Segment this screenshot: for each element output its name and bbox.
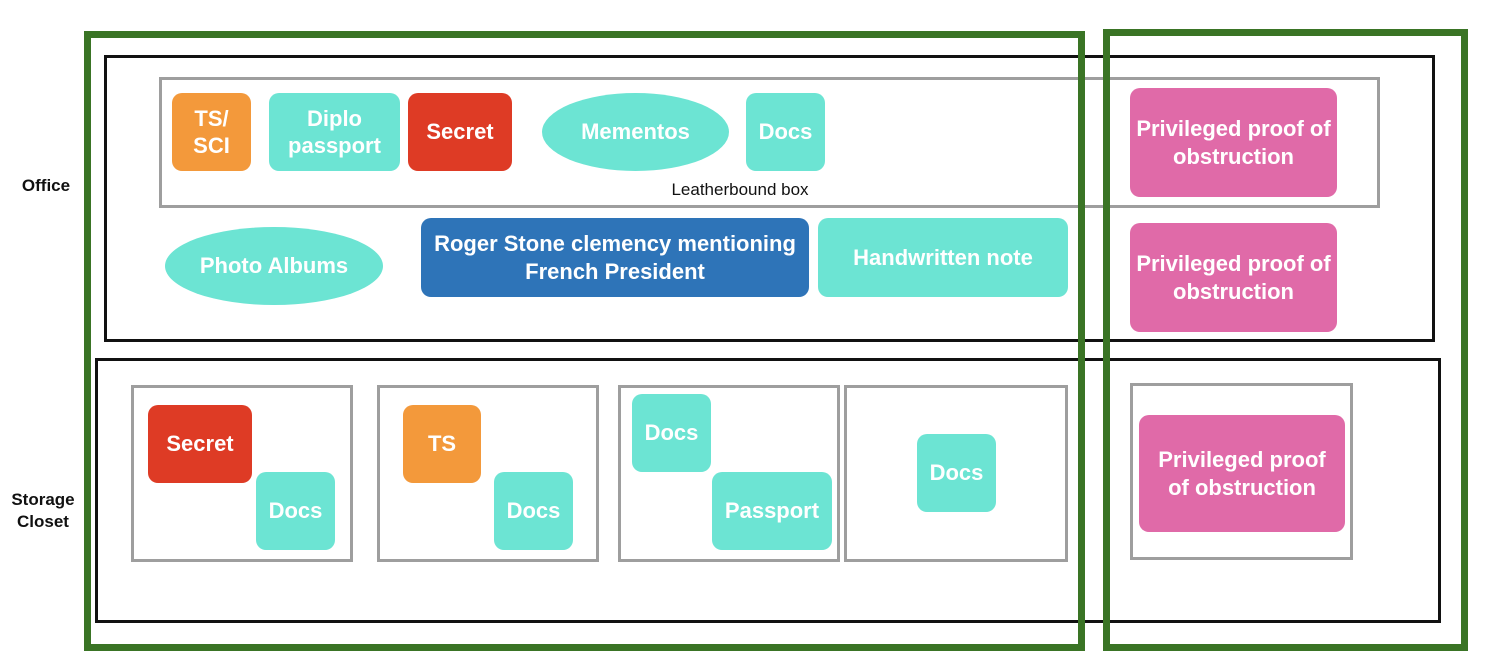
ts-item-storage: TS [403,405,481,483]
storage-box-5 [1130,383,1353,560]
leatherbound-box-label: Leatherbound box [671,180,809,199]
green-outline-right [1103,29,1468,651]
docs-item-box1: Docs [256,472,335,550]
handwritten-note-item: Handwritten note [818,218,1068,297]
privileged-proof-item-2: Privileged proof of obstruction [1130,223,1337,332]
docs-item-box2: Docs [494,472,573,550]
photo-albums-item: Photo Albums [165,227,383,305]
secret-item-storage: Secret [148,405,252,483]
docs-item-box4: Docs [917,434,996,512]
docs-item-office: Docs [746,93,825,171]
storage-box-1 [131,385,353,562]
secret-item: Secret [408,93,512,171]
docs-item-box3: Docs [632,394,711,472]
privileged-proof-item-1: Privileged proof of obstruction [1130,88,1337,197]
storage-box-4 [844,385,1068,562]
roger-stone-clemency-item: Roger Stone clemency mentioning French P… [421,218,809,297]
mementos-item: Mementos [542,93,729,171]
office-room [104,55,1435,342]
storage-closet-room [95,358,1441,623]
leatherbound-box [159,77,1380,208]
row-label-storage-closet: Storage Closet [11,490,75,531]
privileged-proof-item-storage: Privileged proof of obstruction [1139,415,1345,532]
storage-box-2 [377,385,599,562]
row-label-office: Office [21,176,71,195]
diplo-passport-item: Diplo passport [269,93,400,171]
ts-sci-item: TS/ SCI [172,93,251,171]
passport-item-storage: Passport [712,472,832,550]
green-outline-left [84,31,1085,651]
storage-box-3 [618,385,840,562]
